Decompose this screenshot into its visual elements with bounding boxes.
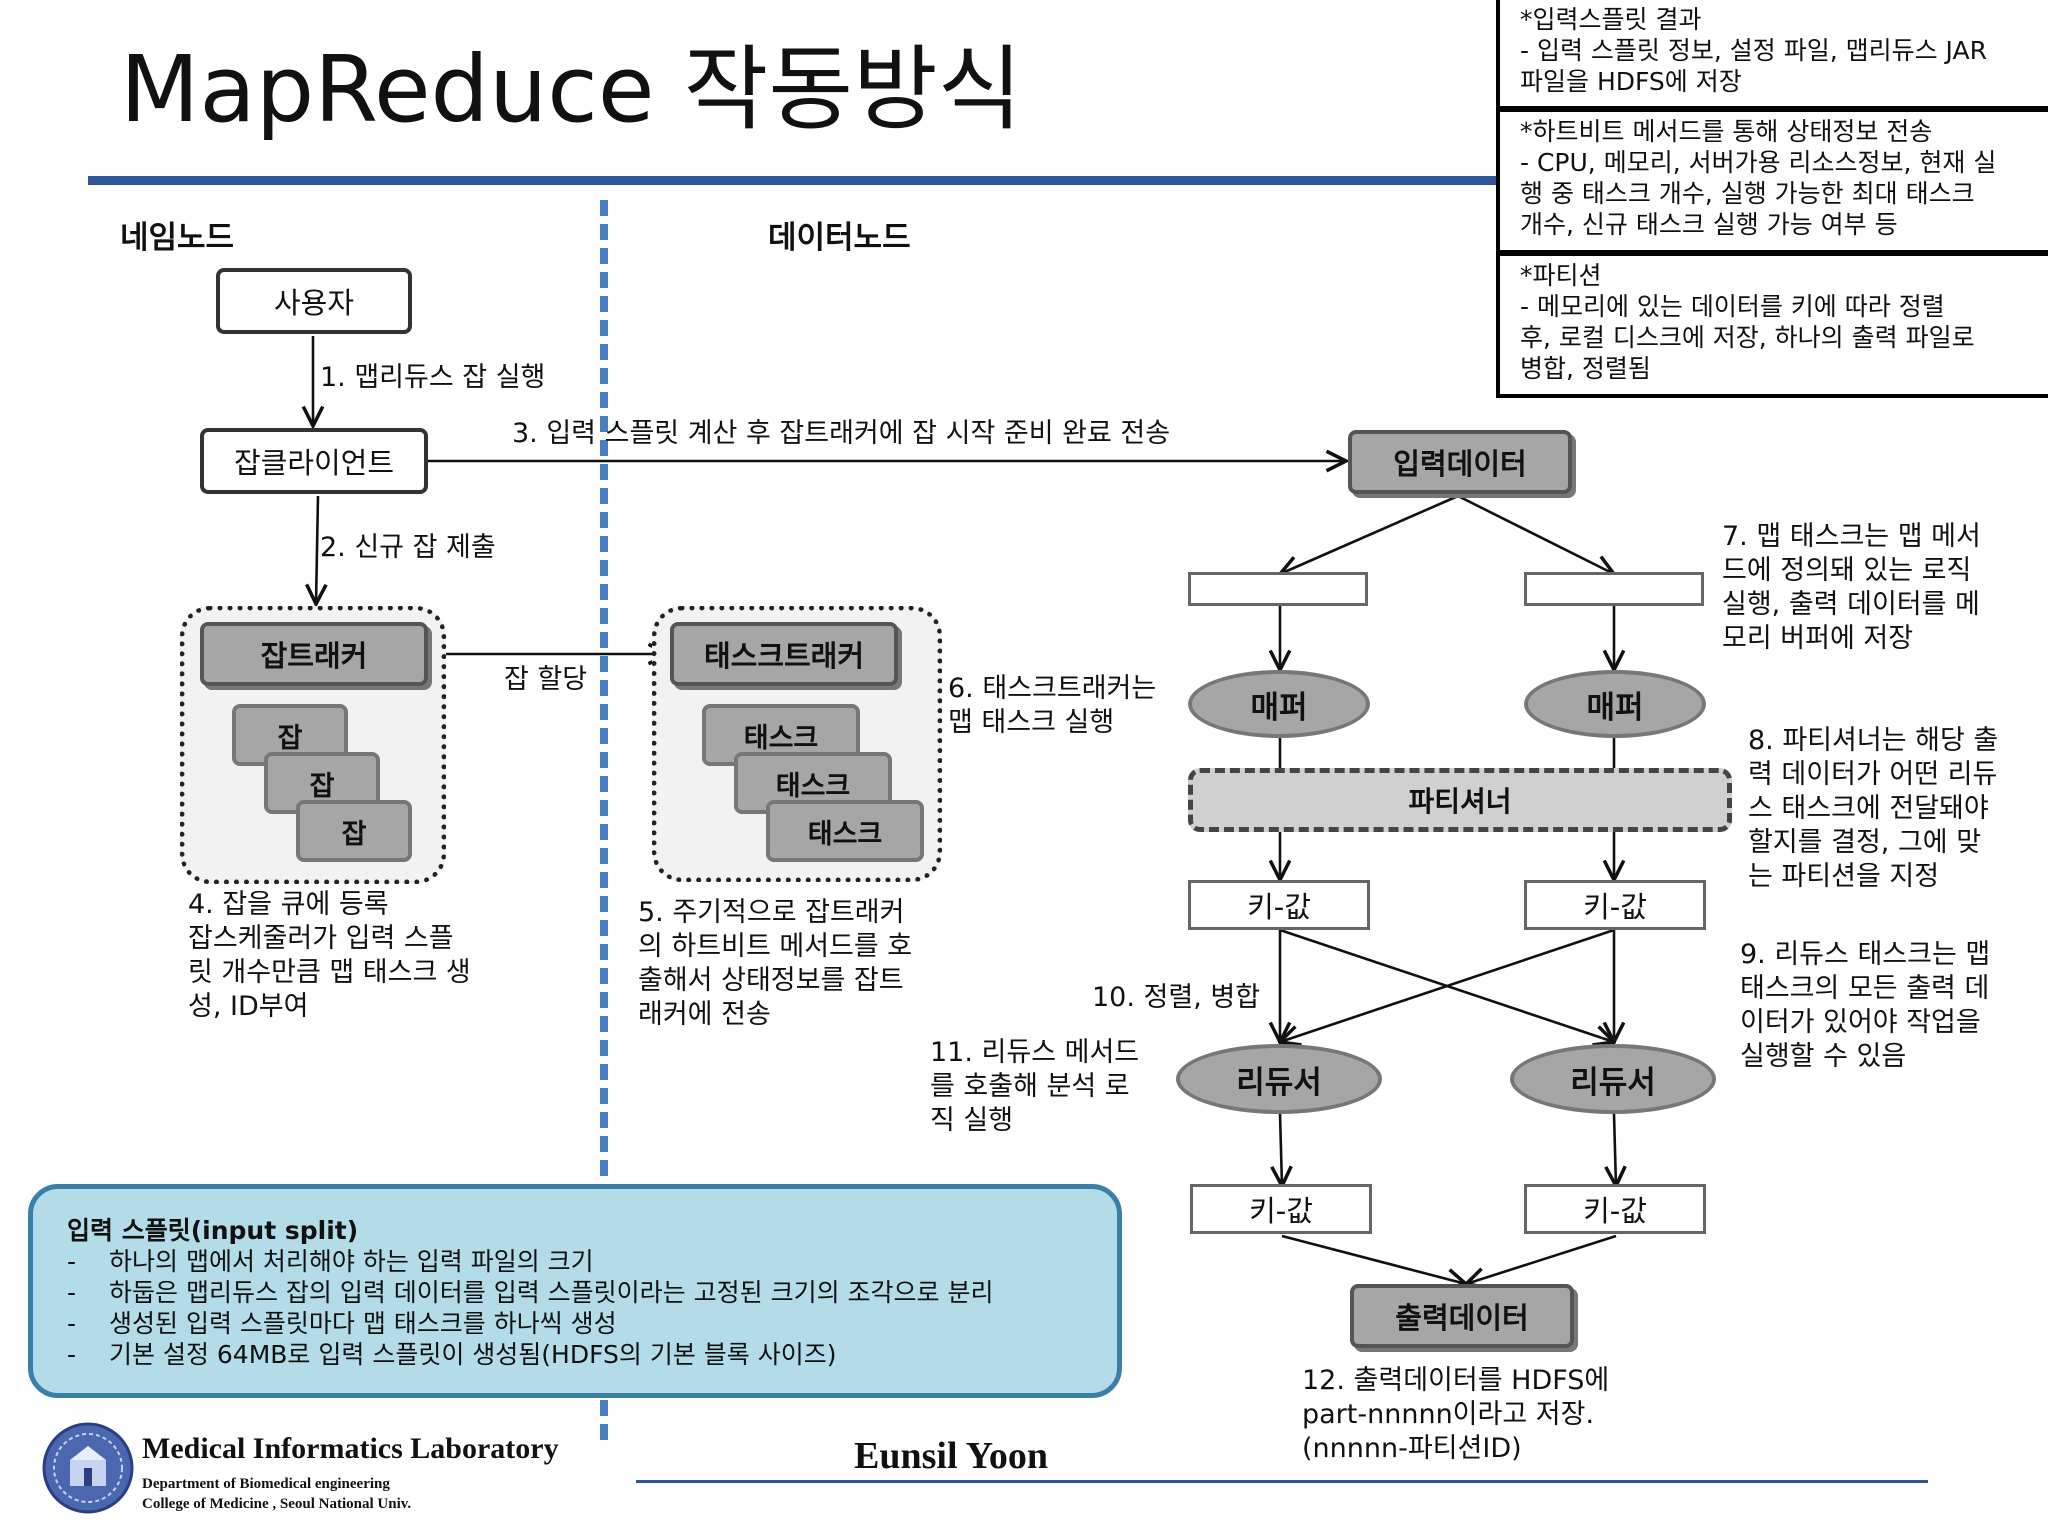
node-user: 사용자	[216, 268, 412, 334]
step-3-label: 3. 입력 스플릿 계산 후 잡트래커에 잡 시작 준비 완료 전송	[512, 418, 1171, 449]
input-split-item: -하나의 맵에서 처리해야 하는 입력 파일의 크기	[67, 1247, 594, 1276]
arrow-kv-right-to-output	[1466, 1234, 1617, 1284]
page-title: MapReduce 작동방식	[120, 36, 1023, 143]
lab-department: Department of Biomedical engineering	[142, 1476, 390, 1492]
lab-name: Medical Informatics Laboratory	[142, 1432, 559, 1465]
author-name: Eunsil Yoon	[854, 1435, 1048, 1477]
input-split-heading: 입력 스플릿(input split)	[67, 1216, 359, 1245]
step-10-label: 10. 정렬, 병합	[1092, 982, 1261, 1013]
node-kv-right-1: 키-값	[1524, 880, 1706, 930]
footer-underline	[636, 1480, 1928, 1483]
input-split-right	[1524, 572, 1704, 606]
info-box-partition: *파티션 - 메모리에 있는 데이터를 키에 따라 정렬 후, 로컬 디스크에 …	[1496, 252, 2048, 398]
step-8-label: 8. 파티셔너는 해당 출 력 데이터가 어떤 리듀 스 태스크에 전달돼야 할…	[1748, 725, 1999, 892]
arrow-reducer-right-to-kv	[1614, 1113, 1616, 1186]
info-box-input-split-result: *입력스플릿 결과 - 입력 스플릿 정보, 설정 파일, 맵리듀스 JAR 파…	[1496, 0, 2048, 110]
input-split-definition: 입력 스플릿(input split) -하나의 맵에서 처리해야 하는 입력 …	[28, 1184, 1122, 1398]
step-5-label: 5. 주기적으로 잡트래커 의 하트비트 메서드를 호 출해서 상태정보를 잡트…	[638, 897, 913, 1030]
node-job-client: 잡클라이언트	[200, 428, 428, 494]
info-box-heartbeat: *하트비트 메서드를 통해 상태정보 전송 - CPU, 메모리, 서버가용 리…	[1496, 108, 2048, 254]
arrow-input-to-split-left	[1280, 494, 1459, 574]
lab-college: College of Medicine , Seoul National Uni…	[142, 1496, 412, 1512]
node-job-3: 잡	[296, 800, 412, 862]
node-kv-left-1: 키-값	[1188, 880, 1370, 930]
step-11-label: 11. 리듀스 메서드 를 호출해 분석 로 직 실행	[930, 1037, 1140, 1136]
step-6-label: 6. 태스크트래커는 맵 태스크 실행	[948, 673, 1157, 738]
node-partitioner: 파티셔너	[1188, 768, 1732, 832]
node-divider	[600, 200, 608, 1440]
input-split-item: -생성된 입력 스플릿마다 맵 태스크를 하나씩 생성	[67, 1309, 617, 1338]
section-label-datanode: 데이터노드	[768, 220, 911, 256]
node-input-data: 입력데이터	[1348, 430, 1572, 494]
arrow-reducer-left-to-kv	[1280, 1113, 1282, 1186]
arrow-kv-right-to-reducer-left	[1280, 928, 1615, 1042]
node-mapper-right: 매퍼	[1524, 670, 1706, 738]
step-12-label: 12. 출력데이터를 HDFS에 part-nnnnn이라고 저장. (nnnn…	[1302, 1365, 1610, 1464]
university-seal-icon	[42, 1422, 134, 1514]
arrow-client-to-jobtracker	[316, 495, 318, 604]
title-underline	[88, 176, 1500, 185]
node-kv-right-2: 키-값	[1524, 1184, 1706, 1234]
step-2-label: 2. 신규 잡 제출	[320, 532, 496, 563]
node-task-3: 태스크	[766, 800, 924, 862]
node-reducer-left: 리듀서	[1176, 1044, 1382, 1114]
step-1-label: 1. 맵리듀스 잡 실행	[320, 362, 546, 393]
job-assign-label: 잡 할당	[504, 664, 588, 695]
node-mapper-left: 매퍼	[1188, 670, 1370, 738]
node-task-tracker: 태스크트래커	[670, 622, 898, 686]
section-label-namenode: 네임노드	[120, 220, 235, 256]
input-split-item: -기본 설정 64MB로 입력 스플릿이 생성됨(HDFS의 기본 블록 사이즈…	[67, 1340, 837, 1369]
step-9-label: 9. 리듀스 태스크는 맵 태스크의 모든 출력 데 이터가 있어야 작업을 실…	[1740, 939, 1991, 1072]
node-reducer-right: 리듀서	[1510, 1044, 1716, 1114]
arrow-input-to-split-right	[1457, 494, 1614, 574]
step-7-label: 7. 맵 태스크는 맵 메서 드에 정의돼 있는 로직 실행, 출력 데이터를 …	[1722, 521, 1981, 654]
node-kv-left-2: 키-값	[1190, 1184, 1372, 1234]
input-split-item: -하둡은 맵리듀스 잡의 입력 데이터를 입력 스플릿이라는 고정된 크기의 조…	[67, 1278, 994, 1307]
step-4-label: 4. 잡을 큐에 등록 잡스케줄러가 입력 스플 릿 개수만큼 맵 태스크 생 …	[188, 889, 471, 1022]
arrow-kv-left-to-output	[1281, 1234, 1466, 1284]
node-output-data: 출력데이터	[1350, 1284, 1574, 1348]
input-split-left	[1188, 572, 1368, 606]
node-job-tracker: 잡트래커	[200, 622, 428, 686]
